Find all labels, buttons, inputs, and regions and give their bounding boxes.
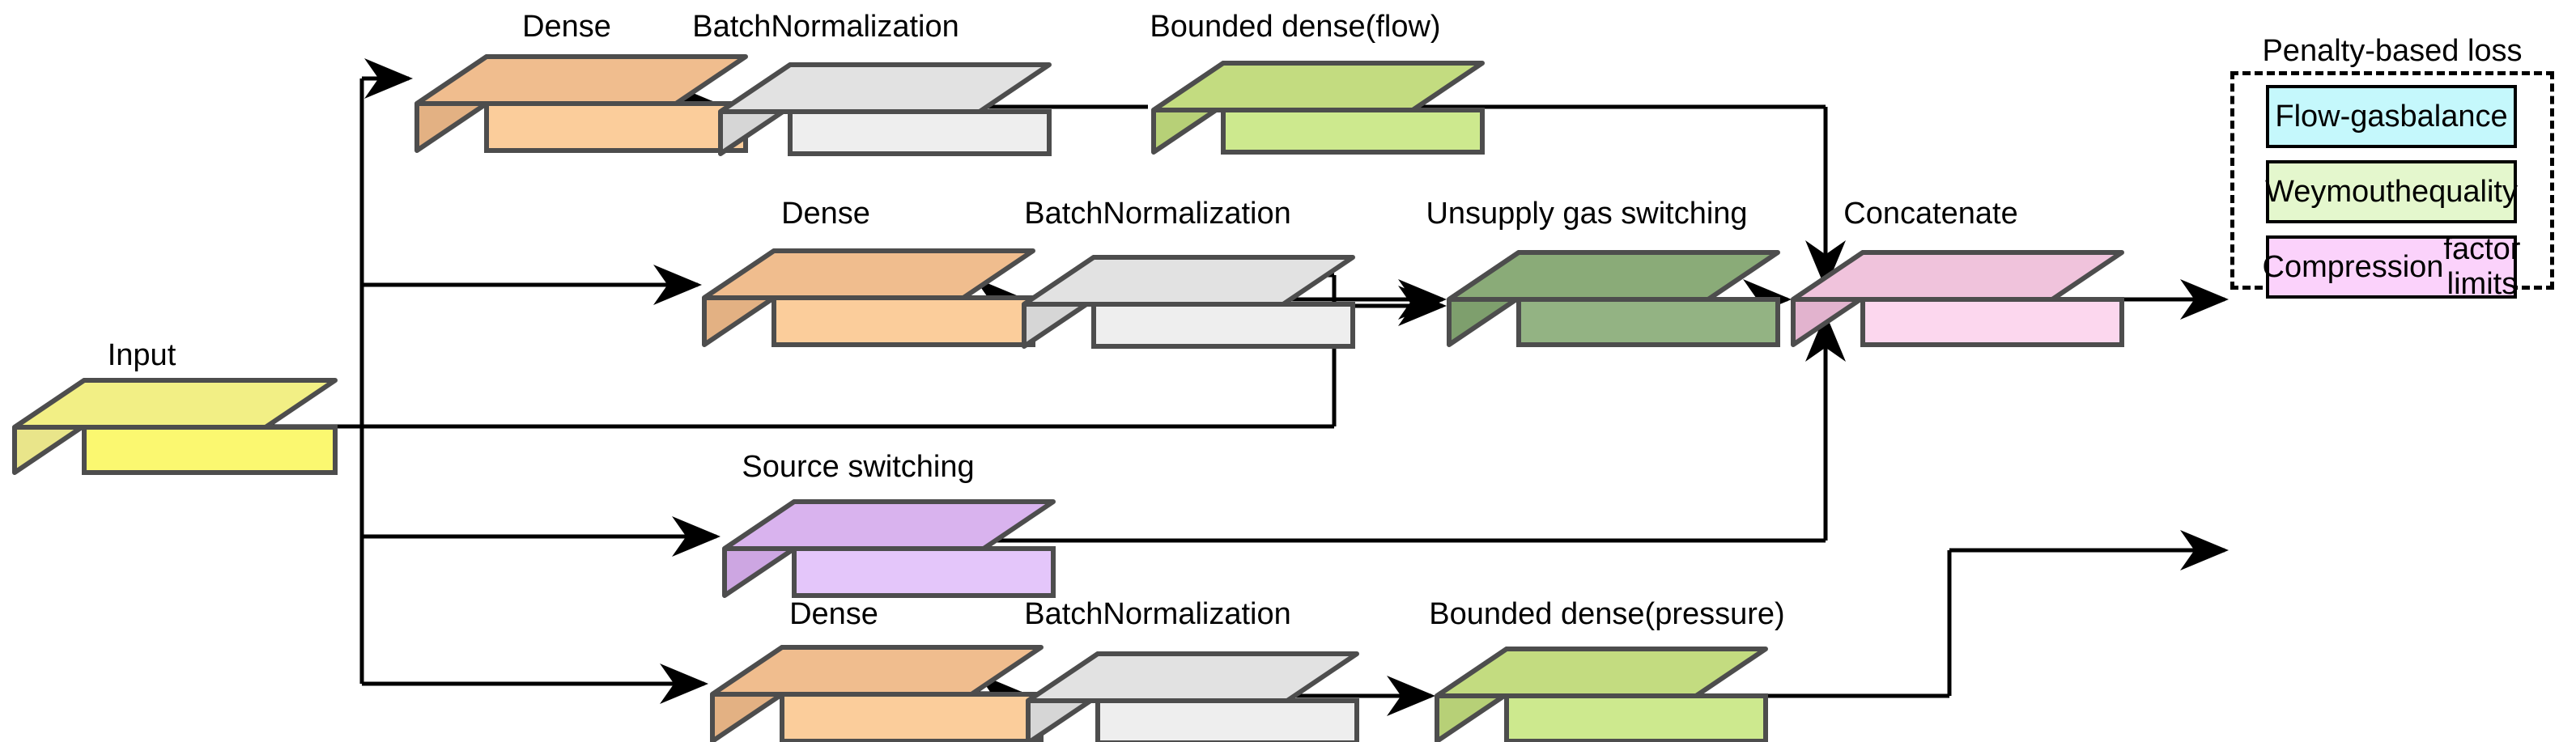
penalty-item-line: Weymouth: [2265, 174, 2412, 209]
node-front-face: [1504, 693, 1768, 742]
node-top-face: [710, 645, 1044, 697]
node-front-face: [1221, 108, 1485, 155]
node-label-input: Input: [107, 338, 176, 372]
node-top-face: [414, 54, 748, 106]
penalty-item-line: equality: [2411, 174, 2518, 209]
node-front-face: [772, 295, 1035, 347]
node-front-face: [1095, 698, 1359, 742]
node-bn1[interactable]: [718, 62, 1052, 156]
node-label-concat: Concatenate: [1843, 197, 2018, 231]
node-top-face: [12, 378, 338, 430]
node-label-dense3: Dense: [789, 597, 878, 631]
node-front-face: [82, 425, 338, 475]
node-bdflow[interactable]: [1151, 61, 1485, 155]
node-top-face: [1151, 61, 1485, 112]
node-dense1[interactable]: [414, 54, 748, 153]
node-top-face: [718, 62, 1052, 114]
node-front-face: [792, 546, 1056, 598]
node-top-face: [722, 499, 1056, 551]
node-concat[interactable]: [1791, 250, 2124, 347]
node-label-bdflow: Bounded dense(flow): [1150, 10, 1441, 44]
node-front-face: [780, 692, 1044, 742]
node-label-unsupply: Unsupply gas switching: [1426, 197, 1748, 231]
node-top-face: [702, 248, 1035, 300]
node-front-face: [1860, 297, 2124, 347]
node-source[interactable]: [722, 499, 1056, 598]
penalty-item-line: balance: [2400, 99, 2508, 134]
node-front-face: [1091, 302, 1355, 349]
node-label-dense1: Dense: [522, 10, 611, 44]
node-top-face: [1791, 250, 2124, 302]
node-top-face: [1026, 651, 1359, 703]
node-bn2[interactable]: [1022, 255, 1355, 349]
node-dense2[interactable]: [702, 248, 1035, 347]
node-top-face: [1447, 250, 1780, 302]
node-bdpressure[interactable]: [1435, 647, 1768, 742]
node-top-face: [1022, 255, 1355, 307]
node-input[interactable]: [12, 378, 338, 475]
node-bn3[interactable]: [1026, 651, 1359, 742]
penalty-item-line: factor limits: [2443, 232, 2521, 301]
node-label-bn1: BatchNormalization: [692, 10, 959, 44]
node-front-face: [484, 101, 748, 153]
node-unsupply[interactable]: [1447, 250, 1780, 347]
node-label-dense2: Dense: [781, 197, 870, 231]
node-label-bn3: BatchNormalization: [1024, 597, 1291, 631]
node-front-face: [788, 109, 1052, 156]
node-label-bn2: BatchNormalization: [1024, 197, 1291, 231]
node-label-bdpressure: Bounded dense(pressure): [1429, 597, 1785, 631]
penalty-title: Penalty-based loss: [2262, 34, 2523, 68]
node-label-source: Source switching: [742, 450, 975, 484]
edges: [267, 58, 2229, 716]
penalty-item-line: Flow-gas: [2275, 99, 2400, 134]
penalty-item-line: Compression: [2262, 249, 2444, 284]
node-dense3[interactable]: [710, 645, 1044, 742]
node-top-face: [1435, 647, 1768, 698]
node-front-face: [1516, 297, 1780, 347]
